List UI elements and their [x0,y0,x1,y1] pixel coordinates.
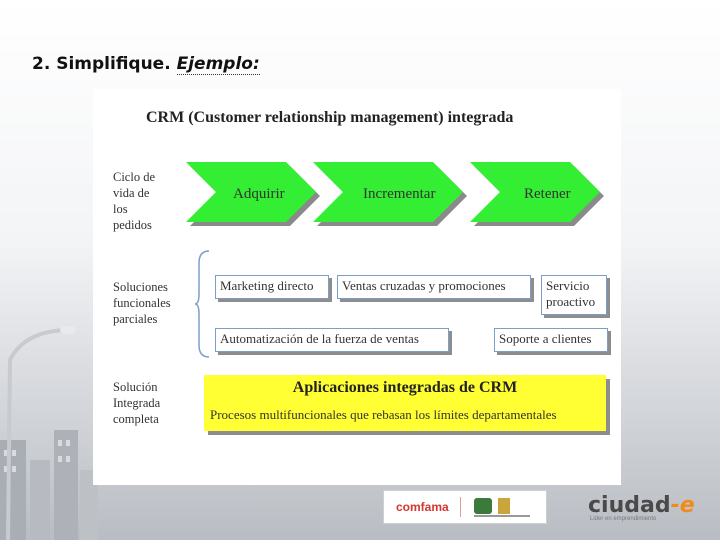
row-label-line: Solución [113,380,158,394]
row-label-line: funcionales [113,296,171,310]
row-label-line: vida de [113,186,150,200]
box-servicio-line: Servicio [546,278,590,293]
chevron-incrementar [313,162,467,226]
chevron-label-retener: Retener [524,186,571,202]
ciudad-logo-mark: -e [670,493,695,518]
integrated-subtitle: Procesos multifuncionales que rebasan lo… [210,407,557,422]
curly-brace-icon [195,250,210,358]
slide-heading-example: Ejemplo: [176,54,260,75]
chevron-retener [470,162,604,226]
row-label-line: parciales [113,312,158,326]
slide-heading-number: 2. Simplifique. [32,54,171,74]
ciudad-e-logo: ciudad-e [588,493,695,518]
box-automatizacion: Automatización de la fuerza de ventas [215,328,449,352]
ciudad-logo-text: ciudad [588,493,671,518]
box-aplicaciones-integradas: Aplicaciones integradas de CRM Procesos … [204,375,606,431]
row-label-line: los [113,202,128,216]
slide-heading: 2. Simplifique. Ejemplo: [32,54,260,75]
row-label-integrada: Solución Integrada completa [113,379,160,427]
box-marketing-label: Marketing directo [220,278,314,293]
row-label-line: completa [113,412,159,426]
row-label-line: Soluciones [113,280,168,294]
box-marketing-directo: Marketing directo [215,275,329,299]
footer-logo-strip: comfama [383,490,547,524]
city-skyline-illustration [0,326,98,540]
ciudad-tagline: Lider en emprendimiento [590,516,657,522]
row-label-soluciones: Soluciones funcionales parciales [113,279,171,327]
row-label-line: Ciclo de [113,170,156,184]
partner-seals-icon [460,497,530,517]
comfama-logo: comfama [396,500,449,514]
box-servicio-line: proactivo [546,294,596,309]
chevron-adquirir [186,162,320,226]
row-label-line: Integrada [113,396,161,410]
box-ventas-label: Ventas cruzadas y promociones [342,278,506,293]
box-automatizacion-label: Automatización de la fuerza de ventas [220,331,419,346]
row-label-ciclo: Ciclo de vida de los pedidos [113,169,155,233]
crm-diagram-panel: CRM (Customer relationship management) i… [93,89,621,485]
row-label-line: pedidos [113,218,152,232]
diagram-title: CRM (Customer relationship management) i… [146,109,514,126]
box-ventas-cruzadas: Ventas cruzadas y promociones [337,275,531,299]
chevron-label-adquirir: Adquirir [233,186,285,202]
box-soporte-clientes: Soporte a clientes [494,328,608,352]
integrated-title: Aplicaciones integradas de CRM [292,379,518,396]
box-servicio-proactivo: Servicio proactivo [541,275,607,315]
box-soporte-label: Soporte a clientes [499,331,592,346]
chevron-label-incrementar: Incrementar [363,186,436,202]
